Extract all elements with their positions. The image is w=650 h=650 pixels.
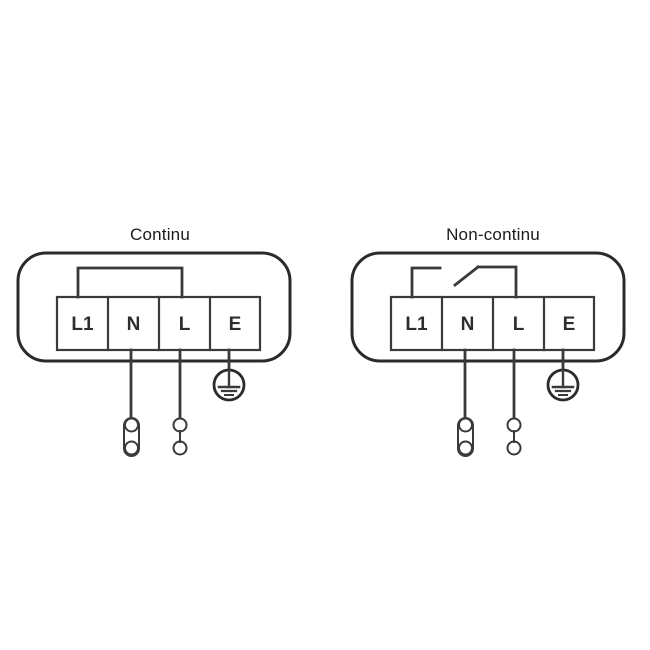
terminal-label-n-continu: N <box>126 314 141 335</box>
diagram-title-non-continu: Non-continu <box>446 225 540 244</box>
neutral-connector-bottom-non-continu <box>458 440 473 456</box>
terminal-label-l1-non-continu: L1 <box>405 314 428 335</box>
neutral-connector-bottom-continu <box>124 440 139 456</box>
neutral-connector-top-non-continu <box>458 417 473 433</box>
terminal-label-e-non-continu: E <box>562 314 576 335</box>
switch-right-arm-non-continu <box>476 265 518 299</box>
terminal-label-e-continu: E <box>228 314 242 335</box>
terminal-label-l1-continu: L1 <box>71 314 94 335</box>
diagram-continu <box>16 251 292 457</box>
switch-left-arm-non-continu <box>410 266 442 299</box>
terminal-label-l-continu: L <box>178 314 191 335</box>
neutral-connector-top-continu <box>124 417 139 433</box>
diagram-non-continu <box>350 251 626 457</box>
live-connector-bottom-non-continu <box>506 440 522 456</box>
terminal-label-l-non-continu: L <box>512 314 525 335</box>
live-connector-top-continu <box>172 417 188 433</box>
enclosure-outline-continu <box>16 251 292 363</box>
live-connector-top-non-continu <box>506 417 522 433</box>
switch-blade-non-continu <box>453 265 480 287</box>
jumper-link-continu <box>76 266 184 299</box>
diagram-title-continu: Continu <box>130 225 190 244</box>
live-connector-bottom-continu <box>172 440 188 456</box>
terminal-label-n-non-continu: N <box>460 314 475 335</box>
enclosure-outline-non-continu <box>350 251 626 363</box>
